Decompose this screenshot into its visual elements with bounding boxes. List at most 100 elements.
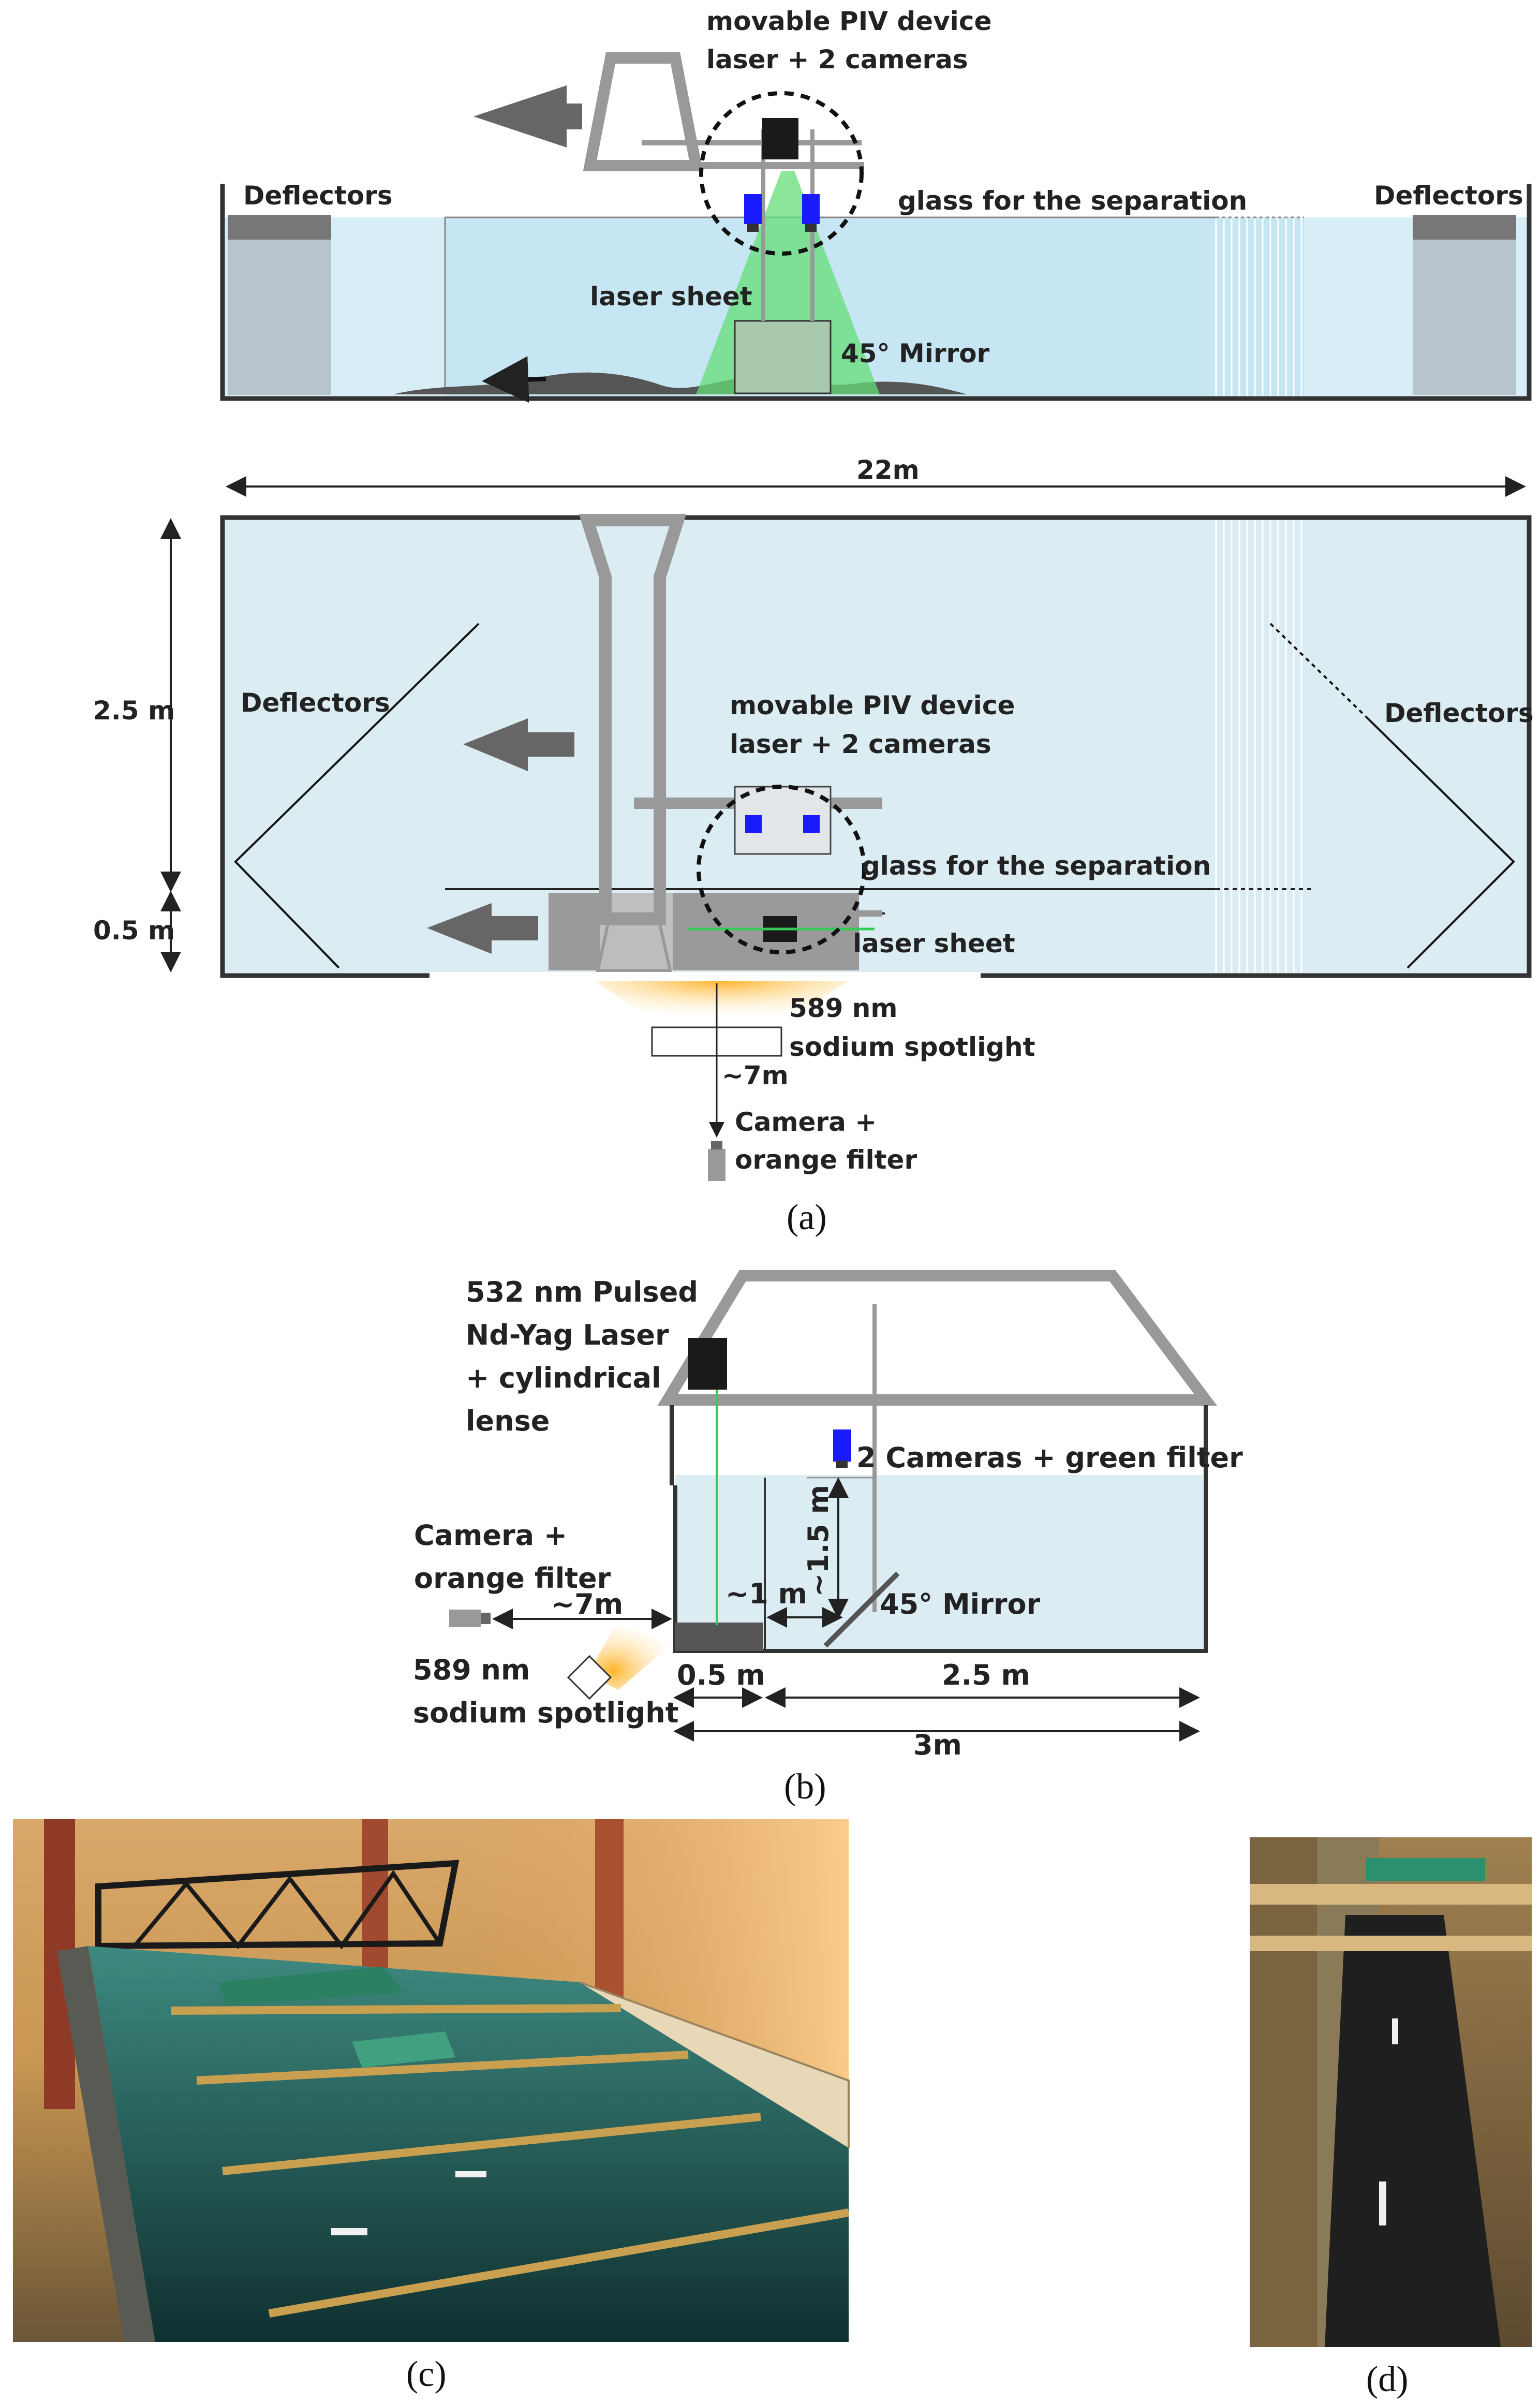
plan-deflector-right (1365, 716, 1515, 969)
photo-c-left-rail (57, 1946, 155, 2342)
orange-camera-lens (711, 1141, 722, 1149)
tank-wall (220, 184, 1532, 401)
b-height-label: ~1.5 m (802, 1485, 835, 1597)
plan-carriage-tower-base (596, 922, 672, 972)
panel-c-photo: (c) (13, 1819, 850, 2394)
b-channel-floor (675, 1623, 763, 1651)
deflectors-left-label: Deflectors (243, 181, 393, 211)
photo-d-net (1366, 1858, 1485, 1881)
photo-d-light-1 (1379, 2181, 1386, 2225)
b-camera-icon (833, 1429, 851, 1462)
b-camera-label-1: Camera + (414, 1519, 567, 1552)
photo-d-floor (1325, 1915, 1501, 2347)
deflector-left-body (228, 240, 331, 395)
piv-device-label-2: laser + 2 cameras (706, 45, 968, 75)
deflector-right-block (1413, 215, 1516, 240)
orange-camera-label-1: Camera + (735, 1107, 877, 1137)
mirror-label: 45° Mirror (841, 338, 990, 368)
camera-left-icon (744, 194, 762, 224)
plan-camera-left-icon (745, 815, 762, 833)
b-spotlight-box (567, 1655, 612, 1700)
b-orange-camera-icon (449, 1610, 481, 1627)
b-orange-camera-lens (481, 1613, 491, 1624)
b-tank-wall-lower (673, 1405, 1208, 1653)
photo-d-beam-1 (1250, 1884, 1532, 1905)
photo-c-tank-wall (579, 1981, 850, 2148)
plan-tank-water (223, 518, 1529, 976)
tank-fade (1215, 217, 1302, 396)
b-laser-label-1: 532 nm Pulsed (466, 1276, 698, 1308)
plan-channel-block (549, 893, 859, 970)
camera-right-mount (805, 224, 817, 232)
caption-d: (d) (1366, 2360, 1409, 2399)
b-tank-water (675, 1475, 1203, 1651)
plan-piv-label: movable PIV device (730, 690, 1015, 720)
caption-a: (a) (787, 1198, 827, 1237)
plan-motion-arrow-lower-icon (427, 903, 538, 954)
photo-d-light-2 (1392, 2018, 1398, 2044)
plan-motion-arrow-upper-icon (463, 718, 574, 771)
photo-c-crossbars (170, 2004, 850, 2318)
plan-deflectors-right-label: Deflectors (1384, 698, 1534, 728)
glass-label: glass for the separation (898, 186, 1247, 216)
laser-sheet-label: laser sheet (590, 282, 752, 312)
camera-right-icon (802, 194, 820, 224)
tank-inner-water (445, 217, 1304, 396)
b-main-dim-label: 2.5 m (942, 1659, 1030, 1691)
spot-distance-label: ~7m (722, 1060, 789, 1090)
piv-device-circle (699, 91, 864, 256)
channel-label: 0.5 m (93, 916, 175, 946)
b-depth-label: ~1 m (725, 1578, 807, 1610)
b-channel-dim-label: 0.5 m (677, 1659, 765, 1691)
length-label: 22m (856, 455, 920, 485)
plan-glass-label: glass for the separation (862, 851, 1211, 881)
roof-frame (657, 1270, 1217, 1406)
caption-b: (b) (784, 1767, 826, 1807)
photo-c-net-2 (352, 2031, 455, 2068)
b-total-dim-label: 3m (913, 1729, 962, 1761)
plan-laser-sheet-label: laser sheet (853, 928, 1015, 959)
deflector-right-body (1413, 240, 1516, 395)
width-label: 2.5 m (93, 696, 175, 726)
photo-c-truss-braces (132, 1869, 442, 1950)
spot-label-2: sodium spotlight (789, 1032, 1035, 1062)
mirror-box (734, 320, 832, 394)
photo-d-beam-2 (1250, 1936, 1532, 1951)
plan-deflector-right-dotted (1269, 623, 1367, 718)
plan-deflector-left (234, 623, 480, 969)
plan-tank-opening (430, 972, 981, 979)
b-camera-mount (836, 1461, 848, 1468)
b-laser-label-3: + cylindrical (466, 1362, 661, 1394)
panel-d-photo: (d) (1250, 1837, 1532, 2399)
deflectors-right-label: Deflectors (1374, 181, 1523, 211)
plan-piv-label-2: laser + 2 cameras (730, 729, 991, 759)
carriage-frame (583, 52, 703, 171)
b-laser-label-4: lense (466, 1405, 550, 1437)
photo-c-light-2 (455, 2171, 486, 2177)
b-spot-label-2: sodium spotlight (413, 1697, 679, 1729)
orange-camera-label-2: orange filter (735, 1145, 917, 1175)
panel-a-plan-view: 22m (93, 455, 1534, 1237)
b-laser-label-2: Nd-Yag Laser (466, 1319, 669, 1351)
plan-deflectors-left-label: Deflectors (241, 688, 390, 718)
deflector-left-block (228, 215, 331, 240)
panel-b-cross-section: 532 nm Pulsed Nd-Yag Laser + cylindrical… (413, 1270, 1243, 1807)
b-spotlight-glow (587, 1625, 673, 1690)
panel-a-side-view: movable PIV device laser + 2 cameras Def… (220, 6, 1532, 403)
caption-c: (c) (406, 2354, 447, 2394)
spot-label-1: 589 nm (789, 993, 897, 1023)
b-cameras-label: 2 Cameras + green filter (856, 1441, 1243, 1474)
laser-head-icon (762, 118, 798, 159)
motion-arrow-icon (473, 85, 582, 148)
camera-left-mount (747, 224, 759, 232)
b-spot-label-1: 589 nm (413, 1654, 530, 1686)
plan-tank-fade (1215, 520, 1302, 973)
photo-d-left-wall (1250, 1837, 1317, 2347)
b-mirror (823, 1571, 900, 1648)
plan-piv-circle (697, 785, 866, 954)
b-laser-icon (688, 1338, 727, 1390)
piv-device-label: movable PIV device (706, 6, 991, 36)
plan-camera-right-icon (803, 815, 820, 833)
b-camera-label-2: orange filter (414, 1562, 611, 1595)
